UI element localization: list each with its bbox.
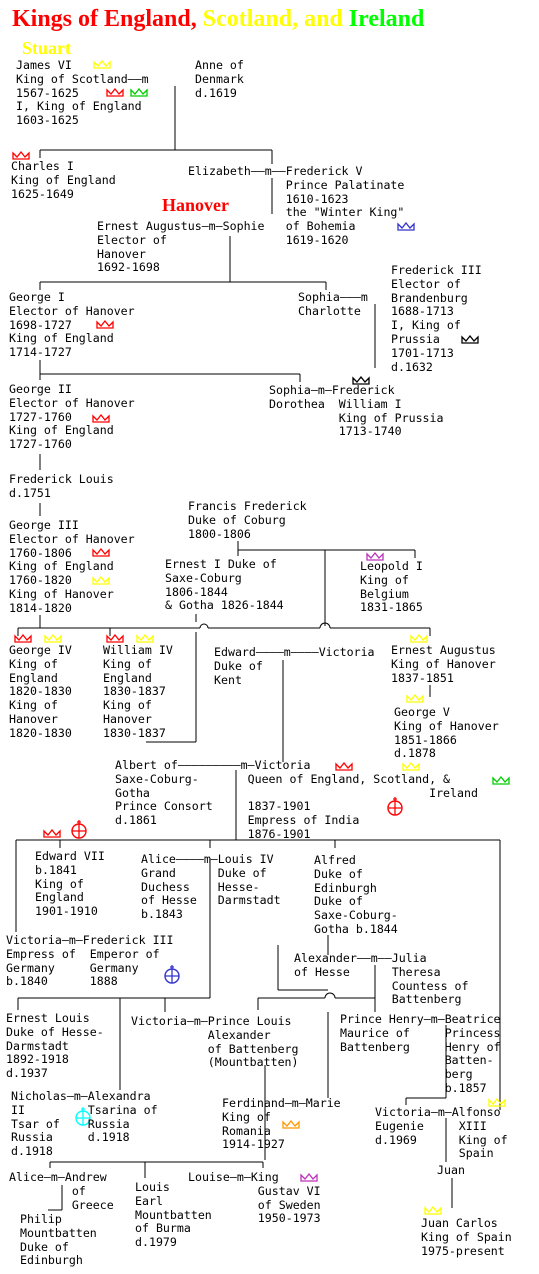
crown-icon bbox=[461, 335, 479, 344]
node-albert-victoria: Albert of—————————m—Victoria Saxe-Coburg… bbox=[115, 758, 478, 841]
node-victoria-germany: Victoria—m—Frederick III Empress of Empe… bbox=[6, 933, 174, 989]
node-alice-louis-iv: Alice————m—Louis IV Grand Duke of Duches… bbox=[141, 852, 281, 922]
node-edward-vii: Edward VII b.1841 King of England 1901-1… bbox=[35, 849, 105, 919]
node-alexander-julia: Alexander——m——Julia of Hesse Theresa Cou… bbox=[294, 951, 469, 1007]
node-anne: Anne of Denmark d.1619 bbox=[195, 58, 244, 100]
node-alfred: Alfred Duke of Edinburgh Duke of Saxe-Co… bbox=[314, 853, 398, 936]
crown-icon bbox=[92, 548, 110, 557]
node-charles-i: Charles I King of England 1625-1649 bbox=[11, 159, 116, 201]
node-george-v-hanover: George V King of Hanover 1851-1866 d.187… bbox=[394, 705, 499, 761]
crown-icon bbox=[424, 1206, 442, 1215]
crown-icon bbox=[402, 762, 420, 771]
crown-icon bbox=[43, 829, 61, 838]
node-ernest-louis: Ernest Louis Duke of Hesse- Darmstadt 18… bbox=[6, 1011, 104, 1081]
node-george-iv: George IV King of England 1820-1830 King… bbox=[9, 643, 72, 740]
node-george-i: George I Elector of Hanover 1698-1727 Ki… bbox=[9, 290, 135, 360]
node-sophia-dorothea: Sophia—m—Frederick Dorothea William I Ki… bbox=[269, 383, 444, 439]
crown-icon bbox=[335, 762, 353, 771]
node-juan-carlos: Juan Carlos King of Spain 1975-present bbox=[421, 1216, 512, 1258]
crown-icon bbox=[488, 1098, 506, 1107]
crown-icon bbox=[14, 634, 32, 643]
node-victoria-battenberg: Victoria—m—Prince Louis Alexander of Bat… bbox=[131, 1014, 299, 1070]
node-alice-andrew: Alice—m—Andrew of Greece bbox=[9, 1170, 114, 1212]
crown-icon bbox=[492, 776, 510, 785]
node-ernest-augustus: Ernest Augustus—m—Sophie Elector of Hano… bbox=[97, 219, 265, 275]
node-frederick-iii-prussia: Frederick III Elector of Brandenburg 168… bbox=[391, 263, 482, 374]
title-and: and bbox=[304, 6, 343, 32]
node-ernest-i: Ernest I Duke of Saxe-Coburg 1806-1844 &… bbox=[165, 557, 284, 613]
crown-icon bbox=[106, 634, 124, 643]
orb-crown-icon bbox=[164, 965, 180, 984]
section-hanover: Hanover bbox=[162, 195, 229, 215]
crown-icon bbox=[136, 634, 154, 643]
crown-icon bbox=[92, 414, 110, 423]
node-ernest-augustus-hanover: Ernest Augustus King of Hanover 1837-185… bbox=[391, 643, 496, 685]
node-edward-kent: Edward————m————Victoria Duke of Kent bbox=[214, 645, 375, 687]
node-philip: Philip Mountbatten Duke of Edinburgh bbox=[20, 1212, 97, 1268]
crown-icon bbox=[282, 1120, 300, 1129]
crown-icon bbox=[93, 60, 111, 69]
crown-icon bbox=[130, 88, 148, 97]
node-victoria-eugenie: Victoria—m—Alfonso Eugenie XIII d.1969 K… bbox=[375, 1105, 508, 1161]
node-william-iv: William IV King of England 1830-1837 Kin… bbox=[103, 643, 173, 740]
orb-crown-icon bbox=[75, 1107, 91, 1126]
node-nicholas-alexandra: Nicholas—m—Alexandra II Tsarina of Tsar … bbox=[11, 1089, 158, 1159]
chart-title: Kings of England, Scotland, and Ireland bbox=[12, 4, 424, 34]
crown-icon bbox=[397, 222, 415, 231]
crown-icon bbox=[44, 634, 62, 643]
node-sophia-charlotte: Sophia———m Charlotte bbox=[298, 290, 368, 318]
crown-icon bbox=[96, 320, 114, 329]
node-elizabeth: Elizabeth——m——Frederick V Prince Palatin… bbox=[188, 164, 405, 247]
crown-icon bbox=[366, 552, 384, 561]
crown-icon bbox=[92, 576, 110, 585]
crown-icon bbox=[352, 376, 370, 385]
node-frederick-louis: Frederick Louis d.1751 bbox=[9, 472, 114, 500]
node-ferdinand-marie: Ferdinand—m—Marie King of Romania 1914-1… bbox=[222, 1096, 341, 1152]
title-ireland: Ireland bbox=[348, 6, 425, 32]
title-england: Kings of England, bbox=[12, 6, 197, 32]
crown-icon bbox=[12, 151, 30, 160]
crown-icon bbox=[410, 634, 428, 643]
node-george-iii: George III Elector of Hanover 1760-1806 … bbox=[9, 518, 135, 615]
node-leopold-i: Leopold I King of Belgium 1831-1865 bbox=[360, 559, 423, 615]
crown-icon bbox=[106, 88, 124, 97]
orb-crown-icon bbox=[71, 820, 87, 839]
crown-icon bbox=[300, 1173, 318, 1182]
section-stuart: Stuart bbox=[22, 38, 71, 58]
orb-crown-icon bbox=[387, 797, 403, 816]
node-louise-gustav: Louise—m—King Gustav VI of Sweden 1950-1… bbox=[188, 1170, 321, 1226]
crown-icon bbox=[406, 694, 424, 703]
node-george-ii: George II Elector of Hanover 1727-1760 K… bbox=[9, 382, 135, 452]
title-scotland: Scotland, bbox=[202, 6, 299, 32]
node-louis-mountbatten: Louis Earl Mountbatten of Burma d.1979 bbox=[135, 1180, 212, 1250]
node-francis-frederick: Francis Frederick Duke of Coburg 1800-18… bbox=[188, 499, 307, 541]
node-james-vi: James VI King of Scotland——m 1567-1625 I… bbox=[16, 58, 149, 128]
node-henry-beatrice: Prince Henry—m—Beatrice Maurice of Princ… bbox=[340, 1012, 501, 1095]
node-juan: Juan bbox=[437, 1163, 465, 1177]
